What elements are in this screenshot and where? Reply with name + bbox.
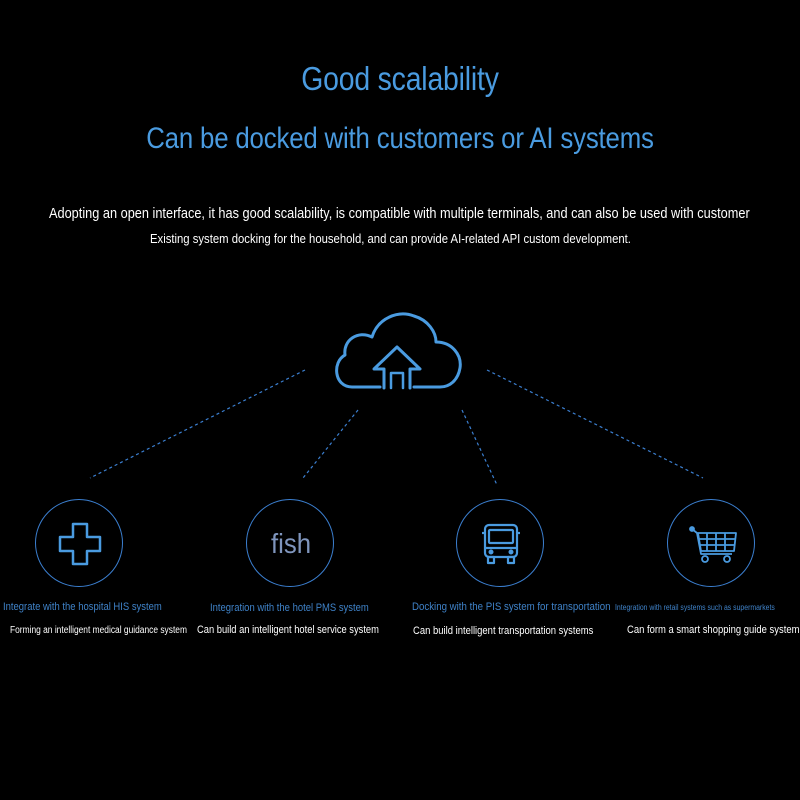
connector-line-hotel [302,409,359,479]
connector-line-hospital [89,369,306,479]
transport-caption: Docking with the PIS system for transpor… [412,601,611,613]
hotel-icon-circle: fish [246,499,334,587]
page-subtitle: Can be docked with customers or AI syste… [146,122,654,155]
bus-icon [482,523,520,565]
hotel-description: Can build an intelligent hotel service s… [197,624,379,636]
hospital-icon-circle [35,499,123,587]
retail-description: Can form a smart shopping guide system [627,624,800,636]
shopping-cart-icon [689,526,737,563]
description-line-2: Existing system docking for the househol… [150,231,631,246]
retail-caption: Integration with retail systems such as … [615,603,775,612]
hospital-caption: Integrate with the hospital HIS system [3,601,162,613]
medical-cross-icon [58,522,102,566]
retail-icon-circle [667,499,755,587]
hotel-caption: Integration with the hotel PMS system [210,602,369,614]
description-line-1: Adopting an open interface, it has good … [49,205,750,222]
connector-line-transport [461,409,498,486]
connector-line-retail [486,369,704,479]
page-title: Good scalability [301,60,499,97]
hospital-description: Forming an intelligent medical guidance … [10,625,187,636]
cloud-upload-icon [335,312,462,390]
transport-icon-circle [456,499,544,587]
fish-text-icon: fish [270,528,312,559]
transport-description: Can build intelligent transportation sys… [413,625,594,637]
